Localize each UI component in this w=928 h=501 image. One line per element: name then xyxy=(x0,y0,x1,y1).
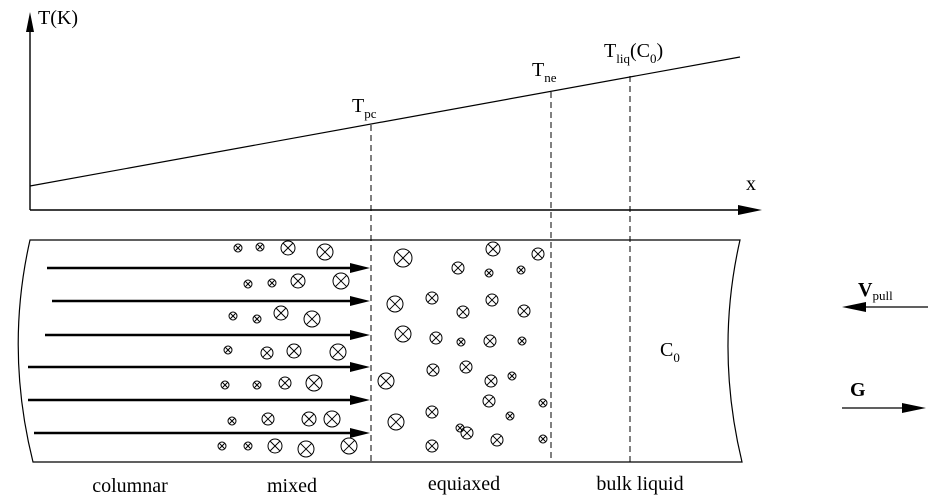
grain-icon xyxy=(426,363,440,377)
grain-icon xyxy=(429,331,443,345)
v-pull-arrowhead xyxy=(842,302,866,312)
grain-icon xyxy=(425,439,439,453)
dendrite-arrowhead xyxy=(350,296,370,306)
dendrite-arrowhead xyxy=(350,362,370,372)
grain-icon xyxy=(456,337,466,347)
grain-icon xyxy=(267,438,283,454)
grain-icon xyxy=(507,371,517,381)
columnar-dendrites xyxy=(28,263,370,438)
t-liq-label: Tliq(C0) xyxy=(604,40,663,66)
grain-icon xyxy=(531,247,545,261)
grain-icon xyxy=(220,380,230,390)
grain-icon xyxy=(340,437,358,455)
dendrite-arrowhead xyxy=(350,428,370,438)
zone-label-columnar: columnar xyxy=(92,475,168,497)
grain-icon xyxy=(460,426,474,440)
grain-icon xyxy=(456,305,470,319)
grain-icon xyxy=(505,411,515,421)
t-pc-label: Tpc xyxy=(352,95,377,121)
dendrite-arrowhead xyxy=(350,330,370,340)
grain-icon xyxy=(451,261,465,275)
y-axis-arrowhead xyxy=(26,12,34,32)
c0-label: C0 xyxy=(660,339,680,365)
strip-outline xyxy=(17,239,743,463)
v-pull-label: Vpull xyxy=(858,279,893,303)
grain-icon xyxy=(490,433,504,447)
grain-icon xyxy=(316,243,334,261)
grain-icon xyxy=(484,374,498,388)
grain-icon xyxy=(252,314,262,324)
grain-icon xyxy=(305,374,323,392)
sample-strip xyxy=(17,239,743,463)
dendrite-arrowhead xyxy=(350,263,370,273)
zone-label-bulk-liquid: bulk liquid xyxy=(596,473,683,495)
grain-icon xyxy=(425,291,439,305)
grain-icon xyxy=(297,440,315,458)
grain-icon xyxy=(425,405,439,419)
grain-icon xyxy=(273,305,289,321)
grain-icon xyxy=(483,334,497,348)
grain-icon xyxy=(386,295,404,313)
grain-icon xyxy=(261,412,275,426)
grain-icon xyxy=(286,343,302,359)
zone-label-mixed: mixed xyxy=(267,475,317,497)
y-axis-label: T(K) xyxy=(38,7,78,29)
zone-boundaries xyxy=(370,76,631,462)
grain-icon xyxy=(377,372,395,390)
grain-icon xyxy=(329,343,347,361)
grain-icon xyxy=(301,411,317,427)
grain-icon xyxy=(227,416,237,426)
t-ne-label: Tne xyxy=(532,59,557,85)
grain-icon xyxy=(233,243,243,253)
grain-icon xyxy=(228,311,238,321)
grain-icon xyxy=(482,394,496,408)
grain-icon xyxy=(323,410,341,428)
grain-icon xyxy=(394,325,412,343)
zone-labels: columnar mixed equiaxed bulk liquid xyxy=(92,473,683,497)
equiaxed-grains xyxy=(217,240,548,458)
grain-icon xyxy=(538,398,548,408)
pull-velocity-vector: Vpull xyxy=(842,279,928,312)
grain-icon xyxy=(332,272,350,290)
grain-icon xyxy=(485,241,501,257)
grain-icon xyxy=(517,336,527,346)
grain-icon xyxy=(517,304,531,318)
grain-icon xyxy=(243,279,253,289)
grain-icon xyxy=(538,434,548,444)
dendrite-arrowhead xyxy=(350,395,370,405)
grain-icon xyxy=(260,346,274,360)
grain-icon xyxy=(516,265,526,275)
grain-icon xyxy=(455,423,465,433)
x-axis-label: x xyxy=(746,173,756,195)
x-axis-arrowhead xyxy=(738,205,762,215)
grain-icon xyxy=(484,268,494,278)
g-arrowhead xyxy=(902,403,926,413)
grain-icon xyxy=(267,278,277,288)
grain-icon xyxy=(278,376,292,390)
temperature-plot: T(K) x Tpc Tne Tliq(C0) xyxy=(26,7,762,215)
grain-icon xyxy=(485,293,499,307)
grain-icon xyxy=(217,441,227,451)
grain-icon xyxy=(255,242,265,252)
zone-label-equiaxed: equiaxed xyxy=(428,473,500,495)
grain-icon xyxy=(459,360,473,374)
grain-icon xyxy=(387,413,405,431)
g-label: G xyxy=(850,379,866,401)
grain-icon xyxy=(393,248,413,268)
grain-icon xyxy=(303,310,321,328)
grain-icon xyxy=(243,441,253,451)
grain-icon xyxy=(252,380,262,390)
temperature-profile-line xyxy=(29,56,741,187)
gradient-vector: G xyxy=(842,379,926,413)
grain-icon xyxy=(290,273,306,289)
grain-icon xyxy=(280,240,296,256)
grain-icon xyxy=(223,345,233,355)
